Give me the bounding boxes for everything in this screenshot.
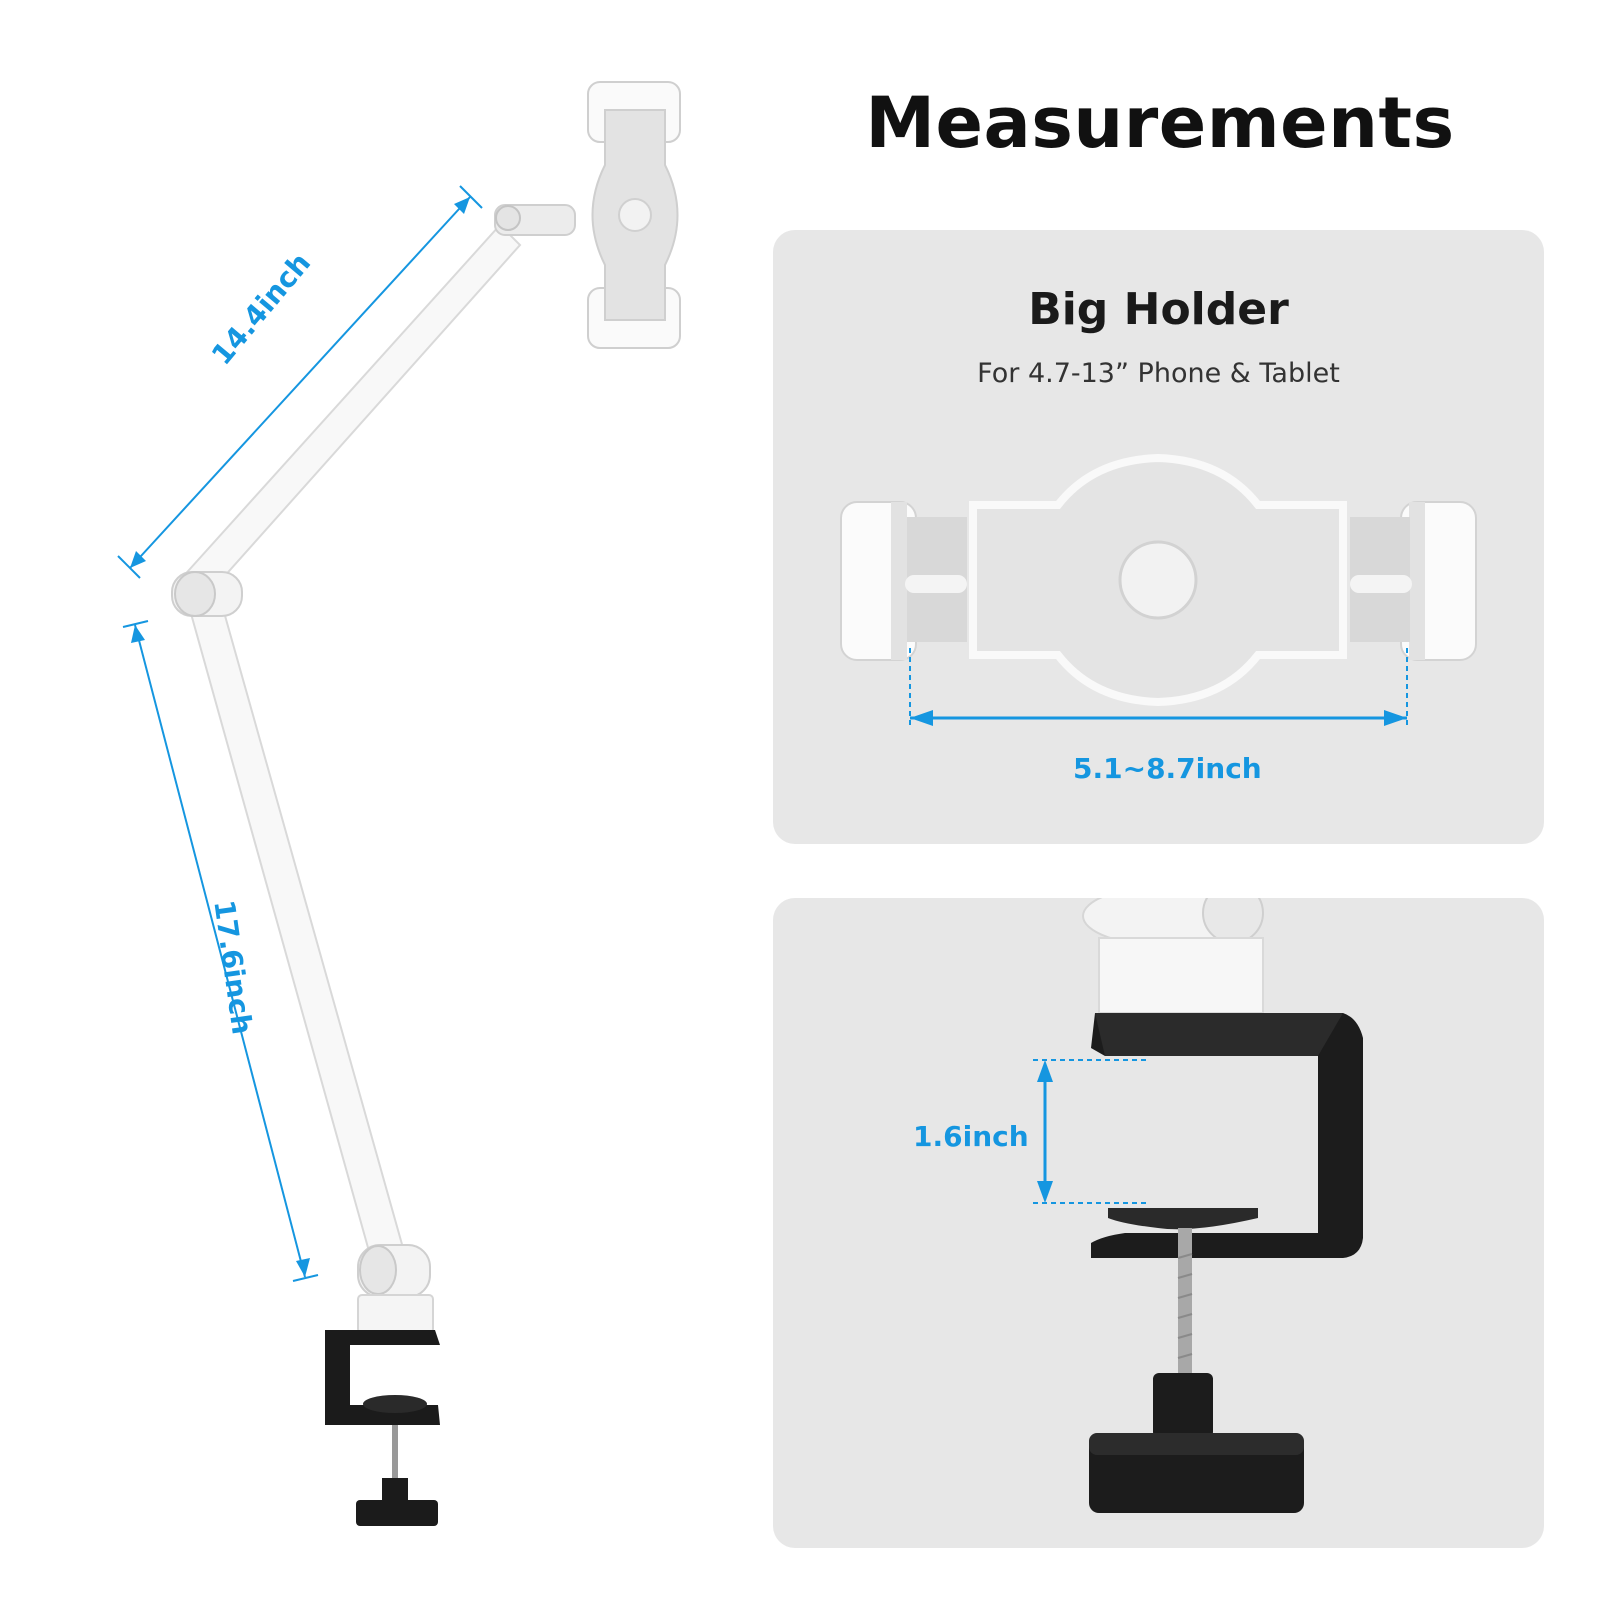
upper-arm [178,223,522,600]
lower-arm-dimension [122,620,319,1282]
holder-width-label: 5.1~8.7inch [1073,752,1262,785]
small-clamp [325,1330,440,1526]
base-joint [357,1244,434,1334]
clamp-opening-label: 1.6inch [913,1120,1029,1153]
clamp-card: 1.6inch [773,898,1544,1548]
small-holder [587,81,681,349]
big-holder-card: Big Holder For 4.7-13” Phone & Tablet 5.… [773,230,1544,844]
holder-width-dimension [909,648,1408,726]
holder-title: Big Holder [1028,284,1289,335]
upper-arm-dimension [117,185,483,579]
elbow-joint [171,571,243,617]
arm-stand-illustration [117,81,681,1526]
page-title: Measurements [865,82,1455,164]
holder-compat-text: For 4.7-13” Phone & Tablet [977,358,1340,389]
clamp-opening-dimension [1033,1059,1148,1204]
big-holder-illustration [840,453,1477,726]
clamp-illustration [1033,898,1363,1513]
